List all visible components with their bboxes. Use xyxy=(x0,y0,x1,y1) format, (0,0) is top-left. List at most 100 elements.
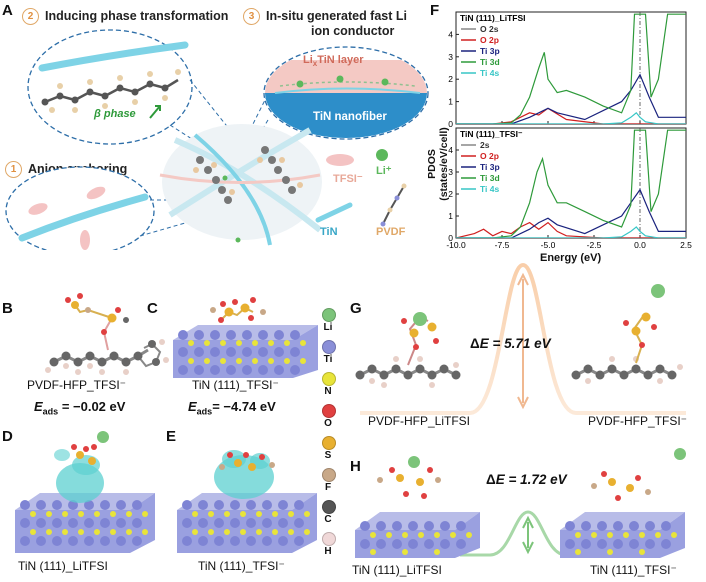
step-3-title: 3 In-situ generated fast Li xyxy=(243,8,407,25)
pdos-legend-label-2-2: Ti 3p xyxy=(480,162,500,172)
step-1-number: 1 xyxy=(5,161,22,178)
pdos-series-line-2-2 xyxy=(456,188,686,238)
xtick-label-1: -7.5 xyxy=(495,240,510,250)
ytick-label-1-4: 4 xyxy=(448,29,453,39)
pdos-legend-label-2-3: Ti 3d xyxy=(480,173,500,183)
step-3-text-line2: ion conductor xyxy=(311,24,395,38)
element-legend-swatch-n xyxy=(322,372,336,386)
panel-letter-e: E xyxy=(166,428,177,445)
tfsi-legend-label: TFSI⁻ xyxy=(333,173,363,185)
panel-c-eads: Eads= −4.74 eV xyxy=(188,399,276,417)
pdos-legend-label-1-4: Ti 4s xyxy=(480,68,499,78)
pdos-legend-label-2-1: O 2p xyxy=(480,151,499,161)
element-legend-swatch-o xyxy=(322,404,336,418)
xtick-label-0: -10.0 xyxy=(446,240,466,250)
panel-g-right-label: PVDF-HFP_TFSI⁻ xyxy=(588,414,688,428)
beta-phase-label: β phase xyxy=(94,108,136,120)
element-legend-swatch-f xyxy=(322,468,336,482)
energy-barrier-curve-h xyxy=(460,510,596,557)
element-legend-label-o: O xyxy=(324,418,332,429)
pvdf-legend-label: PVDF xyxy=(376,226,406,238)
pdos-legend-label-1-1: O 2p xyxy=(480,35,499,45)
panel-letter-g: G xyxy=(350,300,362,317)
li-tin-layer-label: LixTiN layer xyxy=(303,54,364,69)
panel-g-delta-e: ΔE = 5.71 eV xyxy=(470,336,551,351)
element-legend-label-h: H xyxy=(324,546,332,557)
pdos-series-line-2-1 xyxy=(456,221,686,238)
element-legend-swatch-c xyxy=(322,500,336,514)
ytick-label-1-2: 2 xyxy=(448,74,453,84)
pvdf-legend-icon xyxy=(380,183,407,227)
panel-d-caption: TiN (111)_LiTFSI xyxy=(18,559,108,573)
pdos-series-line-1-2 xyxy=(456,73,686,124)
ytick-label-2-1: 1 xyxy=(448,211,453,221)
panel-letter-h: H xyxy=(350,458,361,475)
panel-h-energy-diagram xyxy=(355,448,686,558)
central-fiber-bundle xyxy=(159,124,322,246)
ytick-label-1-0: 0 xyxy=(448,119,453,129)
li-legend-icon xyxy=(376,149,388,161)
pdos-legend-label-1-0: O 2s xyxy=(480,24,499,34)
element-legend-label-n: N xyxy=(324,386,332,397)
panel-letter-d: D xyxy=(2,428,13,445)
panel-b-eads: Eads = −0.02 eV xyxy=(34,399,126,417)
element-legend-swatch-h xyxy=(322,532,336,546)
pdos-series-line-1-3 xyxy=(456,13,686,124)
li-legend-label: Li⁺ xyxy=(376,165,392,177)
tin-legend-icon xyxy=(315,202,353,223)
pdos-plot-frame-2 xyxy=(455,127,687,239)
tin-legend-label: TiN xyxy=(320,226,338,238)
ytick-label-2-4: 4 xyxy=(448,145,453,155)
panel-c-slab xyxy=(173,297,318,378)
pvdf-chain xyxy=(41,69,181,113)
panel-b-molecule xyxy=(45,293,169,375)
element-legend-label-f: F xyxy=(324,482,332,493)
pdos-title-1: TiN (111)_LiTFSI xyxy=(460,13,526,23)
panel-letter-c: C xyxy=(147,300,158,317)
panel-g-left-label: PVDF-HFP_LiTFSI xyxy=(368,414,471,428)
pdos-series-line-1-1 xyxy=(456,107,686,124)
element-legend-label-c: C xyxy=(324,514,332,525)
panel-letter-f: F xyxy=(430,2,440,19)
panel-e-caption: TiN (111)_TFSI⁻ xyxy=(198,559,285,573)
xtick-label-5: 2.5 xyxy=(680,240,692,250)
element-legend-swatch-ti xyxy=(322,340,336,354)
step-2-text: Inducing phase transformation xyxy=(45,9,229,23)
element-legend-swatch-li xyxy=(322,308,336,322)
panel-h-right-label: TiN (111)_TFSI⁻ xyxy=(590,563,677,577)
element-legend-label-s: S xyxy=(324,450,332,461)
panel-a-illustration xyxy=(5,29,429,250)
xtick-label-4: 0.0 xyxy=(634,240,646,250)
step-3-number: 3 xyxy=(243,8,260,25)
pdos-xlabel: Energy (eV) xyxy=(540,252,602,264)
pdos-plot-frame-1 xyxy=(455,11,687,125)
pdos-legend-label-1-2: Ti 3p xyxy=(480,46,500,56)
ytick-label-2-0: 0 xyxy=(448,233,453,243)
pdos-series-line-2-3 xyxy=(456,129,686,238)
ytick-label-1-3: 3 xyxy=(448,52,453,62)
pdos-series-line-2-4 xyxy=(456,226,686,238)
panel-c-caption: TiN (111)_TFSI⁻ xyxy=(192,378,279,392)
tin-fiber-shape xyxy=(38,41,189,72)
element-legend-swatch-s xyxy=(322,436,336,450)
xtick-label-2: -5.0 xyxy=(541,240,556,250)
pdos-ylabel: PDOS (states/eV/cell) xyxy=(426,127,450,201)
pdos-title-2: TiN (111)_TFSI⁻ xyxy=(460,129,523,139)
step-3-text: In-situ generated fast Li xyxy=(266,9,407,23)
panel-g-energy-diagram xyxy=(355,262,686,415)
ytick-label-2-3: 3 xyxy=(448,167,453,177)
pdos-legend-label-2-4: Ti 4s xyxy=(480,184,499,194)
xtick-label-3: -2.5 xyxy=(587,240,602,250)
panel-b-caption: PVDF-HFP_TFSI⁻ xyxy=(27,378,127,392)
pdos-ylabel-wrap: PDOS (states/eV/cell) xyxy=(426,104,450,214)
pdos-legend-label-2-0: 2s xyxy=(480,140,490,150)
tin-nanofiber-label: TiN nanofiber xyxy=(313,111,387,123)
panel-d-slab xyxy=(15,431,155,553)
energy-barrier-curve-g xyxy=(360,262,686,415)
tfsi-legend-icon xyxy=(326,154,354,166)
element-legend-label-li: Li xyxy=(323,322,333,333)
ytick-label-1-1: 1 xyxy=(448,97,453,107)
ytick-label-2-2: 2 xyxy=(448,189,453,199)
